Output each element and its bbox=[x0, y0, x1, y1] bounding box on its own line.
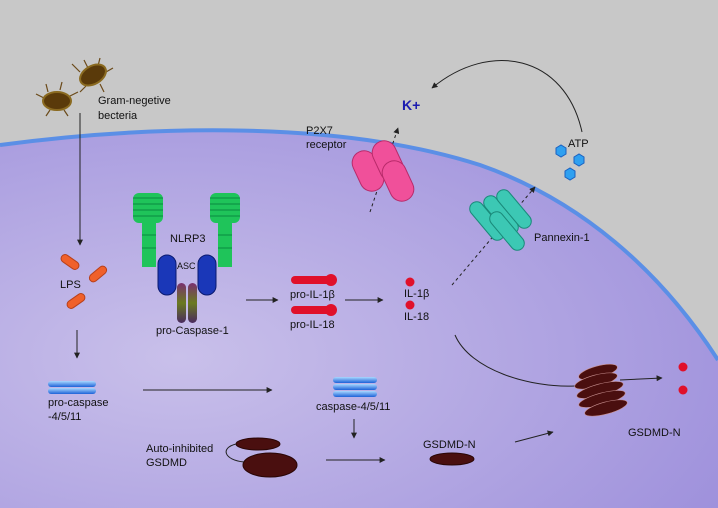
pro-caspase-1-label: pro-Caspase-1 bbox=[156, 325, 229, 337]
bacteria-label-2: becteria bbox=[98, 110, 138, 122]
p2x7-label-2: receptor bbox=[306, 139, 347, 151]
atp-icon bbox=[555, 144, 585, 181]
pro-il18-label: pro-IL-18 bbox=[290, 319, 335, 331]
pro-caspase-4511-icon bbox=[48, 381, 96, 394]
autoinhibited-gsdmd-icon bbox=[225, 437, 298, 478]
cytoplasm bbox=[0, 130, 718, 508]
il1b-icon bbox=[405, 277, 415, 287]
autoinhibited-label-2: GSDMD bbox=[146, 457, 187, 469]
pannexin-1-icon bbox=[469, 189, 532, 251]
il1b-label: IL-1β bbox=[404, 288, 429, 300]
lps-icon bbox=[60, 254, 108, 309]
atp-label: ATP bbox=[568, 138, 589, 150]
il18-icon bbox=[405, 300, 415, 310]
bacteria-icon bbox=[35, 57, 114, 117]
pro-caspase-4511-label-1: pro-caspase bbox=[48, 397, 109, 409]
autoinhibited-label-1: Auto-inhibited bbox=[146, 443, 213, 455]
p2x7-label-1: P2X7 bbox=[306, 125, 333, 137]
pro-il18-icon bbox=[291, 304, 337, 316]
lps-label: LPS bbox=[60, 279, 81, 291]
gsdmd-n-cytosolic-icon bbox=[429, 452, 475, 466]
nlrp3-icon bbox=[133, 193, 240, 267]
bacteria-label-1: Gram-negetive bbox=[98, 95, 171, 107]
gsdmd-n-pore-icon bbox=[574, 363, 628, 417]
pro-il1b-icon bbox=[291, 274, 337, 286]
released-cytokine-icon bbox=[678, 362, 688, 372]
caspase-4511-label: caspase-4/5/11 bbox=[316, 401, 390, 413]
gsdmd-n-cytosolic-label: GSDMD-N bbox=[423, 439, 476, 451]
pro-caspase-1-icon bbox=[177, 283, 197, 323]
arrows bbox=[74, 60, 663, 463]
il18-label: IL-18 bbox=[404, 311, 429, 323]
nlrp3-label: NLRP3 bbox=[170, 233, 205, 245]
p2x7-receptor-icon bbox=[351, 140, 415, 202]
released-cytokine-icon bbox=[678, 385, 688, 395]
pro-il1b-label: pro-IL-1β bbox=[290, 289, 335, 301]
kplus-label: K+ bbox=[402, 97, 420, 113]
caspase-4511-icon bbox=[333, 377, 377, 397]
asc-icon bbox=[157, 254, 217, 296]
gsdmd-n-pore-label: GSDMD-N bbox=[628, 427, 681, 439]
asc-label: ASC bbox=[177, 261, 196, 271]
pannexin-1-label: Pannexin-1 bbox=[534, 232, 590, 244]
cell-membrane bbox=[0, 128, 718, 362]
pro-caspase-4511-label-2: -4/5/11 bbox=[48, 411, 81, 423]
